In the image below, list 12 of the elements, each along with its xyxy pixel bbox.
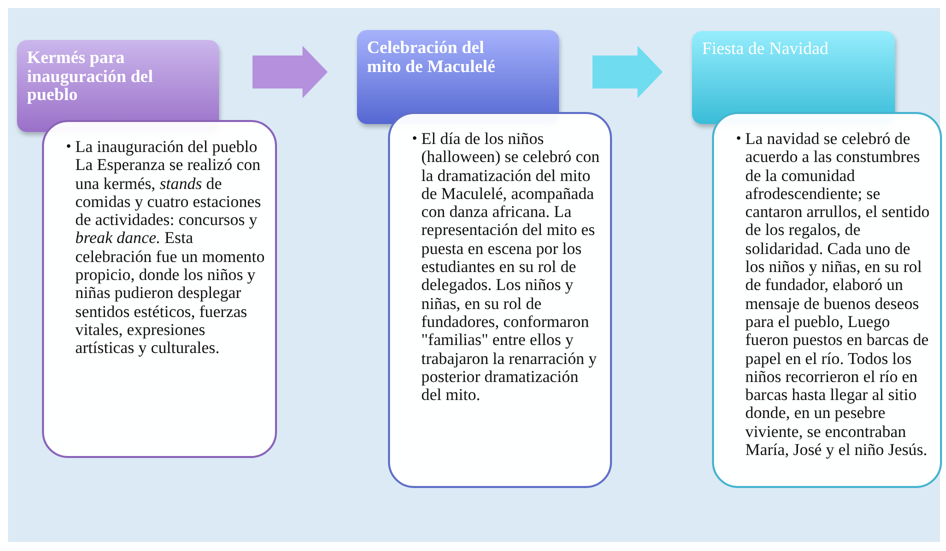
description-text: La inauguración del pueblo La Esperanza se realizó con una kermés, stands de comidas y cuatro estaciones de actividades: concursos y break dance. Esta celebración fue un momento propicio, donde los niños y niñas pudieron desplegar sentidos estéticos, fuerzas vitales, expresiones artísticas y culturales. bbox=[75, 138, 265, 358]
description-text: El día de los niños (halloween) se celebró con la dramatización del mito de Maculelé, acompañada con danza africana. La representación del mito es puesta en escena por los estudiantes en su rol de delegados. Los niños y niñas, en su rol de fundadores, conformaron "familias" entre ellos y trabajaron la renarración y posterior dramatización del mito. bbox=[421, 130, 600, 404]
description-card bbox=[712, 112, 942, 488]
block-arrow bbox=[592, 46, 663, 98]
bullet-marker: • bbox=[66, 138, 72, 156]
description-text: La navidad se celebró de acuerdo a las constumbres de la comunidad afrodescendiente; se cantaron arrullos, el sentido de los regalos, de solidaridad. Cada uno de los niños y niñas, en su rol de fundador, elaboró un mensaje de buenos deseos para el pueblo, Luego fueron puestos en barcas de papel en el río. Todos los niños recorrieron el río en barcas hasta llegar al sitio donde, en un pesebre viviente, se encontraban María, José y el niño Jesús. bbox=[745, 130, 930, 460]
description-card bbox=[388, 112, 612, 488]
description-card bbox=[42, 120, 277, 458]
block-arrow bbox=[252, 46, 328, 98]
stage-title-box: Celebración del mito de Maculelé bbox=[357, 30, 559, 124]
bullet-marker: • bbox=[736, 130, 742, 148]
bullet-marker: • bbox=[412, 130, 418, 148]
